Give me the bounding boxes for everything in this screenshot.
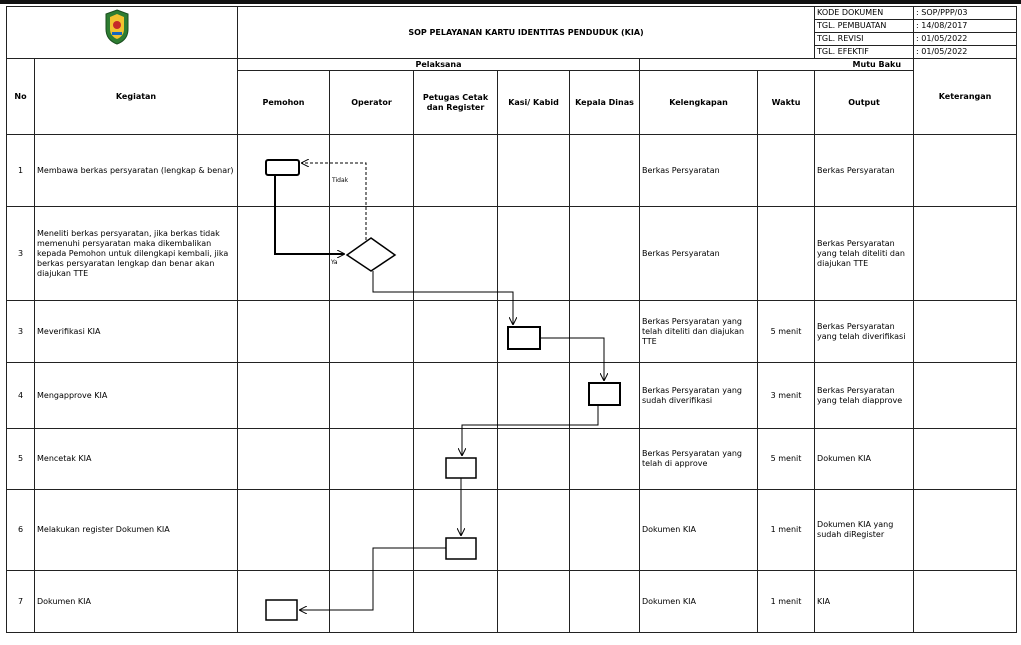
row-output: Dokumen KIA yang sudah diRegister	[814, 489, 915, 571]
row-kelengkapan: Berkas Persyaratan	[639, 134, 758, 207]
table-row: 4 Mengapprove KIA Berkas Persyaratan yan…	[6, 362, 1018, 429]
col-kasi: Kasi/ Kabid	[497, 70, 570, 135]
row-keterangan	[913, 134, 1018, 207]
row-keterangan	[913, 206, 1018, 301]
col-kegiatan: Kegiatan	[34, 58, 238, 135]
row-waktu: 3 menit	[756, 362, 816, 429]
row-kelengkapan: Dokumen KIA	[639, 570, 758, 633]
row-output: Dokumen KIA	[814, 428, 915, 490]
row-keterangan	[913, 489, 1018, 571]
row-kegiatan: Meverifikasi KIA	[34, 300, 238, 363]
row-kelengkapan: Berkas Persyaratan yang telah diteliti d…	[639, 300, 758, 363]
row-keterangan	[913, 428, 1018, 490]
row-kegiatan: Membawa berkas persyaratan (lengkap & be…	[34, 134, 238, 207]
row-output: Berkas Persyaratan yang telah diapprove	[814, 362, 915, 429]
row-output: Berkas Persyaratan yang telah diverifika…	[814, 300, 915, 363]
col-kelengkapan: Kelengkapan	[639, 70, 758, 135]
row-no: 6	[6, 489, 35, 571]
table-row: 7 Dokumen KIA Dokumen KIA 1 menit KIA	[6, 570, 1018, 633]
meta-value: : 01/05/2022	[913, 45, 1018, 59]
top-border-bar	[0, 0, 1021, 4]
row-kegiatan: Mengapprove KIA	[34, 362, 238, 429]
document-title: SOP PELAYANAN KARTU IDENTITAS PENDUDUK (…	[236, 6, 816, 59]
row-waktu: 5 menit	[756, 428, 816, 490]
meta-value: : SOP/PPP/03	[913, 6, 1018, 20]
row-kelengkapan: Berkas Persyaratan yang telah di approve	[639, 428, 758, 490]
col-no: No	[6, 58, 35, 135]
meta-value: : 01/05/2022	[913, 32, 1018, 46]
row-kegiatan: Meneliti berkas persyaratan, jika berkas…	[34, 206, 238, 301]
regional-emblem-logo	[105, 9, 129, 45]
row-kegiatan: Mencetak KIA	[34, 428, 238, 490]
meta-label: TGL. PEMBUATAN	[814, 19, 915, 33]
row-no: 3	[6, 300, 35, 363]
row-keterangan	[913, 362, 1018, 429]
col-keterangan: Keterangan	[913, 58, 1018, 135]
table-row: 5 Mencetak KIA Berkas Persyaratan yang t…	[6, 428, 1018, 490]
row-no: 3	[6, 206, 35, 301]
table-row: 3 Meverifikasi KIA Berkas Persyaratan ya…	[6, 300, 1018, 363]
meta-value: : 14/08/2017	[913, 19, 1018, 33]
row-waktu	[756, 134, 816, 207]
row-keterangan	[913, 300, 1018, 363]
col-pemohon: Pemohon	[237, 70, 330, 135]
col-pelaksana: Pelaksana	[237, 58, 640, 71]
col-operator: Operator	[329, 70, 414, 135]
row-kegiatan: Dokumen KIA	[34, 570, 238, 633]
col-petugas: Petugas Cetak dan Register	[413, 70, 498, 135]
row-kelengkapan: Berkas Persyaratan	[639, 206, 758, 301]
meta-label: KODE DOKUMEN	[814, 6, 915, 20]
row-output: Berkas Persyaratan yang telah diteliti d…	[814, 206, 915, 301]
table-row: 3 Meneliti berkas persyaratan, jika berk…	[6, 206, 1018, 301]
row-no: 7	[6, 570, 35, 633]
row-no: 1	[6, 134, 35, 207]
row-waktu: 1 menit	[756, 570, 816, 633]
row-kelengkapan: Dokumen KIA	[639, 489, 758, 571]
sop-table: SOP PELAYANAN KARTU IDENTITAS PENDUDUK (…	[6, 6, 1018, 633]
row-kegiatan: Melakukan register Dokumen KIA	[34, 489, 238, 571]
row-output: KIA	[814, 570, 915, 633]
row-kelengkapan: Berkas Persyaratan yang sudah diverifika…	[639, 362, 758, 429]
row-waktu: 5 menit	[756, 300, 816, 363]
row-output: Berkas Persyaratan	[814, 134, 915, 207]
row-keterangan	[913, 570, 1018, 633]
col-output: Output	[814, 70, 915, 135]
meta-label: TGL. EFEKTIF	[814, 45, 915, 59]
col-mutu-baku: Mutu Baku	[638, 58, 915, 71]
row-waktu	[756, 206, 816, 301]
row-waktu: 1 menit	[756, 489, 816, 571]
table-row: 1 Membawa berkas persyaratan (lengkap & …	[6, 134, 1018, 207]
col-kepala-dinas: Kepala Dinas	[569, 70, 640, 135]
meta-label: TGL. REVISI	[814, 32, 915, 46]
row-no: 5	[6, 428, 35, 490]
table-row: 6 Melakukan register Dokumen KIA Dokumen…	[6, 489, 1018, 571]
col-waktu: Waktu	[756, 70, 816, 135]
row-no: 4	[6, 362, 35, 429]
